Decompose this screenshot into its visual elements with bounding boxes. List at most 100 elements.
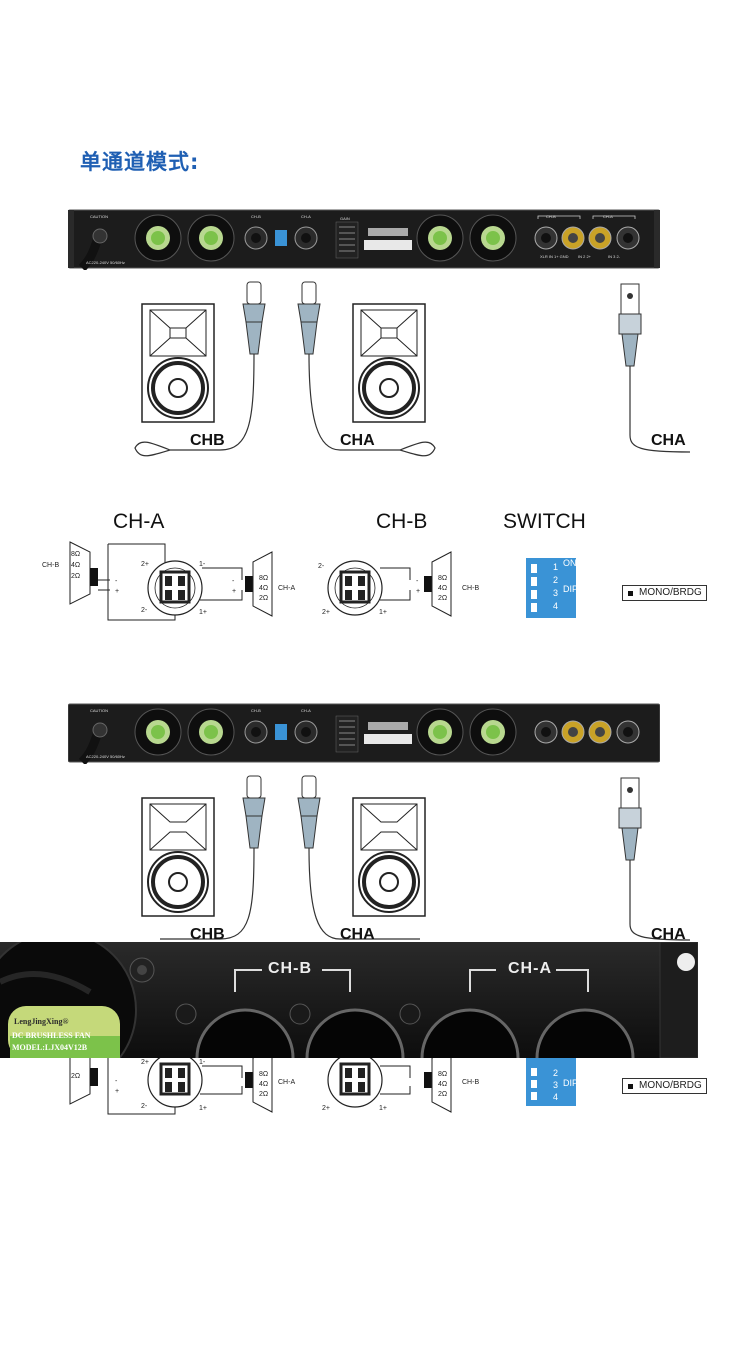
- wiring-diagram: [134, 281, 691, 457]
- speakon-connector-icon: [327, 560, 383, 616]
- cable-label-input-cha: CHA: [651, 926, 686, 943]
- speaker-tag-ch-a: CH-A: [278, 585, 295, 592]
- impedance-label: 4Ω: [259, 1081, 268, 1088]
- dip-number: 4: [553, 1092, 558, 1102]
- pin-label: 2+: [322, 1105, 330, 1112]
- caution-label: CAUTION: [90, 214, 108, 219]
- fan-model-label: MODEL:LJX04V12B: [12, 1043, 88, 1052]
- photo-closeup: LengJingXing® DC BRUSHLESS FAN MODEL:LJX…: [0, 942, 698, 1058]
- xlr-pin-label: IN 3 2-: [608, 254, 621, 259]
- xlr-plug-icon: [618, 283, 642, 367]
- photo-closeup-graphic: LengJingXing® DC BRUSHLESS FAN MODEL:LJX…: [0, 942, 698, 1058]
- amplifier-rear-panel: CAUTION AC220-240V 50/60Hz CH-B CH-A: [67, 702, 661, 766]
- dip-number: 3: [553, 1080, 558, 1090]
- xlr-pin-label: XLR IN 1+ GND: [540, 254, 569, 259]
- fan-icon: [416, 708, 464, 756]
- pin-label: +: [115, 588, 119, 595]
- amplifier-rear-panel: CAUTION AC220-240V 50/60Hz CH-B CH-A GAI…: [67, 208, 661, 272]
- dip-on-label: ON: [563, 558, 577, 568]
- impedance-label: 8Ω: [259, 1071, 268, 1078]
- fan-icon: [187, 708, 235, 756]
- output-a-label: CH-A: [301, 214, 311, 219]
- pin-label: 1+: [379, 1105, 387, 1112]
- cable-label-cha: CHA: [340, 926, 375, 943]
- input-a-label: CH-A: [603, 214, 613, 219]
- fan-icon: [134, 214, 182, 262]
- speakon-connector-icon: [147, 1052, 203, 1108]
- impedance-label: 4Ω: [71, 562, 80, 569]
- pin-label: 2-: [141, 1103, 148, 1110]
- speaker-tag-ch-b: CH-B: [462, 1079, 479, 1086]
- pin-label: 1+: [379, 609, 387, 616]
- speaker-cabinet-icon: [141, 303, 215, 423]
- speaker-tag-ch-b: CH-B: [42, 562, 59, 569]
- speaker-tag-ch-a: CH-A: [278, 1079, 295, 1086]
- gain-label: GAIN: [340, 216, 350, 221]
- mono-bridge-square-icon: [628, 590, 633, 596]
- output-a-label: CH-A: [301, 708, 311, 713]
- fan-icon: [469, 214, 517, 262]
- impedance-label: 4Ω: [438, 1081, 447, 1088]
- impedance-label: 2Ω: [438, 595, 447, 602]
- cable-label-input-cha: CHA: [651, 432, 686, 449]
- schematic-diagram: 8Ω 4Ω 2Ω CH-B - + 2+ 2- 1- 1+ - + 8Ω 4Ω …: [42, 541, 578, 621]
- fan-type-label: DC BRUSHLESS FAN: [12, 1031, 91, 1040]
- impedance-label: 2Ω: [438, 1091, 447, 1098]
- dip-switch-icon: [526, 558, 576, 618]
- schematic-header-ch-b: CH-B: [376, 510, 428, 533]
- pin-label: +: [232, 588, 236, 595]
- impedance-label: 8Ω: [259, 575, 268, 582]
- impedance-label: 2Ω: [259, 595, 268, 602]
- pin-label: 1+: [199, 609, 207, 616]
- speaker-cabinet-icon: [352, 303, 426, 423]
- fan-brand-label: LengJingXing®: [14, 1017, 68, 1026]
- impedance-label: 2Ω: [71, 573, 80, 580]
- speakon-plug-icon: [242, 775, 266, 849]
- cable-label-chb: CHB: [190, 432, 225, 449]
- dip-number: 2: [553, 575, 558, 585]
- fan-icon: [469, 708, 517, 756]
- fan-icon: [187, 214, 235, 262]
- pin-label: 1-: [199, 561, 206, 568]
- pin-label: 2-: [141, 607, 148, 614]
- pin-label: 2+: [141, 1059, 149, 1066]
- impedance-label: 4Ω: [438, 585, 447, 592]
- impedance-label: 4Ω: [259, 585, 268, 592]
- impedance-label: 8Ω: [71, 551, 80, 558]
- power-spec-label: AC220-240V 50/60Hz: [86, 754, 125, 759]
- pin-label: +: [416, 588, 420, 595]
- cable-label-chb: CHB: [190, 926, 225, 943]
- horn-speaker-icon: [69, 541, 98, 605]
- pin-label: 2-: [318, 563, 325, 570]
- amplifier-panel-graphic: CAUTION AC220-240V 50/60Hz CH-B CH-A GAI…: [67, 209, 661, 272]
- horn-speaker-icon: [245, 551, 273, 617]
- schematic-header-switch: SWITCH: [503, 510, 586, 533]
- photo-label-ch-b: CH-B: [268, 960, 312, 977]
- speakon-plug-icon: [297, 281, 321, 355]
- xlr-pin-label: IN 2 2+: [578, 254, 592, 259]
- pin-label: 1+: [199, 1105, 207, 1112]
- mono-bridge-label: MONO/BRDG: [639, 1080, 702, 1091]
- amplifier-panel-graphic: CAUTION AC220-240V 50/60Hz CH-B CH-A: [67, 703, 661, 766]
- photo-label-ch-a: CH-A: [508, 960, 552, 977]
- pin-label: 2+: [322, 609, 330, 616]
- fan-icon: [416, 214, 464, 262]
- speakon-connector-icon: [147, 560, 203, 616]
- dip-label: DIP: [563, 584, 578, 594]
- input-b-label: CH-B: [546, 214, 556, 219]
- dip-label: DIP: [563, 1078, 578, 1088]
- speakon-plug-icon: [242, 281, 266, 355]
- dip-number: 2: [553, 1068, 558, 1078]
- pin-label: -: [115, 1078, 118, 1085]
- dip-number: 1: [553, 562, 558, 572]
- cable-label-cha: CHA: [340, 432, 375, 449]
- mono-bridge-indicator: MONO/BRDG: [622, 1078, 707, 1094]
- pin-label: +: [115, 1088, 119, 1095]
- impedance-label: 2Ω: [71, 1073, 80, 1080]
- caution-label: CAUTION: [90, 708, 108, 713]
- pin-label: 2+: [141, 561, 149, 568]
- impedance-label: 2Ω: [259, 1091, 268, 1098]
- output-b-label: CH-B: [251, 214, 261, 219]
- impedance-label: 8Ω: [438, 1071, 447, 1078]
- speaker-cabinet-icon: [141, 797, 215, 917]
